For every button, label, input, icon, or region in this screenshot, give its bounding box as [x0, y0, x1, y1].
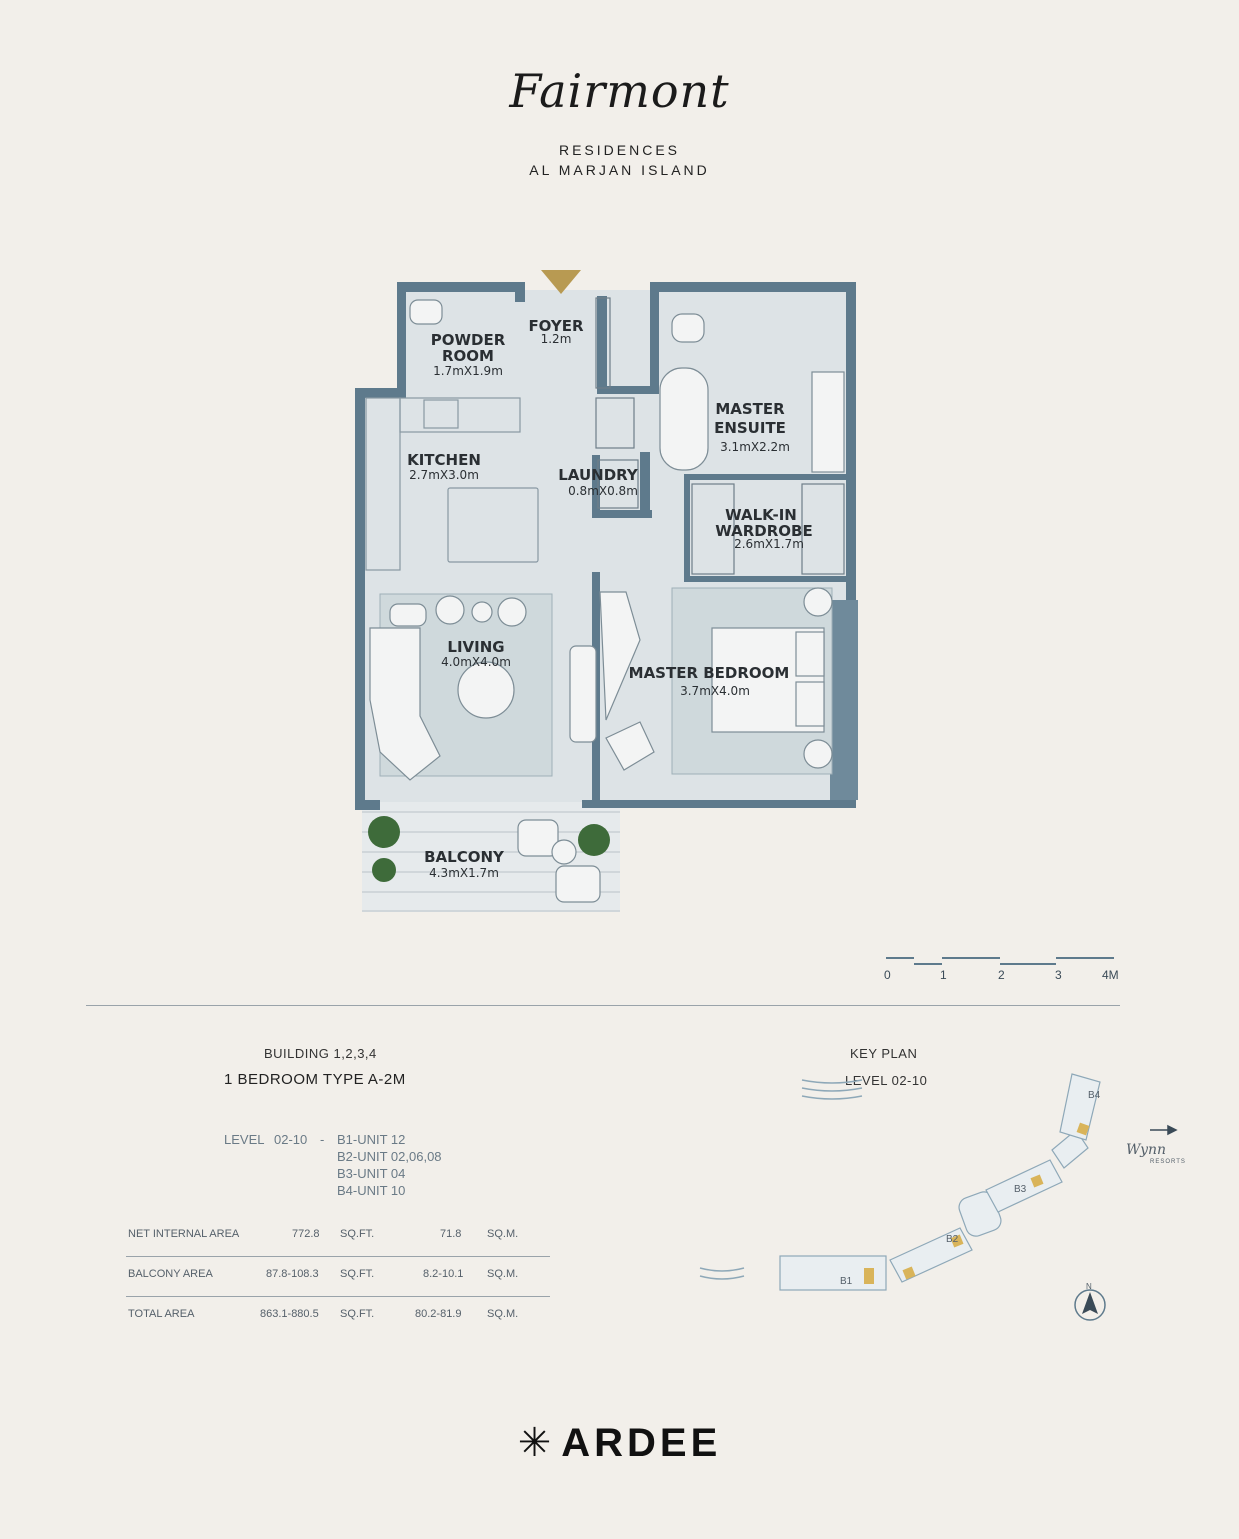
area-sqm: 80.2-81.9 — [415, 1308, 462, 1320]
level-value: 02-10 — [274, 1132, 308, 1147]
area-label: NET INTERNAL AREA — [128, 1228, 240, 1240]
north-label: N — [1086, 1282, 1092, 1291]
storage-units — [595, 297, 845, 575]
ardee-star-icon: ✳ — [517, 1421, 556, 1465]
area-sqft: 772.8 — [292, 1228, 320, 1240]
area-sqft: 863.1-880.5 — [260, 1308, 319, 1320]
key-plan-map — [699, 1073, 1178, 1321]
area-sqm-unit: SQ.M. — [487, 1308, 519, 1320]
powder-room-name2: ROOM — [442, 347, 494, 365]
entry-marker — [541, 270, 581, 294]
scale-2: 2 — [998, 968, 1005, 982]
wardrobe-name: WALK-IN — [725, 506, 797, 524]
living-name: LIVING — [447, 638, 505, 656]
area-label: TOTAL AREA — [128, 1308, 195, 1320]
bedroom-name: MASTER BEDROOM — [628, 664, 790, 682]
living-dim: 4.0mX4.0m — [441, 655, 511, 669]
scale-4: 4M — [1102, 968, 1119, 982]
scale-bar — [886, 957, 1114, 965]
balcony-furniture — [517, 819, 601, 903]
key-b1: B1 — [840, 1276, 853, 1287]
unit-b2: B2-UNIT 02,06,08 — [337, 1149, 442, 1164]
area-sqm-unit: SQ.M. — [487, 1268, 519, 1280]
ensuite-name: MASTER — [715, 400, 785, 418]
ensuite-name2: ENSUITE — [714, 419, 786, 437]
laundry-name: LAUNDRY — [558, 466, 638, 484]
unit-b3: B3-UNIT 04 — [337, 1166, 406, 1181]
wynn-logo: Wynn — [1126, 1142, 1167, 1158]
bedroom-furniture — [599, 587, 833, 771]
foyer-dim: 1.2m — [540, 332, 572, 346]
powder-room-dim: 1.7mX1.9m — [433, 364, 503, 378]
scale-3: 3 — [1055, 968, 1062, 982]
ardee-wordmark: ARDEE — [561, 1421, 722, 1465]
kitchen-fixtures — [365, 397, 539, 571]
brand-location: AL MARJAN ISLAND — [529, 162, 710, 178]
area-sqft-unit: SQ.FT. — [340, 1308, 375, 1320]
fairmont-logo: Fairmont — [509, 64, 730, 118]
area-row: TOTAL AREA 863.1-880.5 SQ.FT. 80.2-81.9 … — [126, 1296, 550, 1336]
area-row: BALCONY AREA 87.8-108.3 SQ.FT. 8.2-10.1 … — [126, 1256, 550, 1297]
bedroom-dim: 3.7mX4.0m — [680, 684, 750, 698]
section-divider — [86, 1005, 1120, 1006]
balcony-plants — [368, 816, 610, 882]
unit-b1: B1-UNIT 12 — [337, 1132, 406, 1147]
area-sqm-unit: SQ.M. — [487, 1228, 519, 1240]
level-label: LEVEL — [224, 1132, 265, 1147]
key-b4: B4 — [1088, 1090, 1101, 1101]
brand-residences: RESIDENCES — [558, 142, 681, 158]
area-sqft: 87.8-108.3 — [266, 1268, 319, 1280]
wardrobe-dim: 2.6mX1.7m — [734, 537, 804, 551]
foyer-name: FOYER — [528, 317, 584, 335]
key-b2: B2 — [946, 1234, 959, 1245]
kitchen-dim: 2.7mX3.0m — [409, 468, 479, 482]
laundry-dim: 0.8mX0.8m — [568, 484, 638, 498]
area-row: NET INTERNAL AREA 772.8 SQ.FT. 71.8 SQ.M… — [126, 1216, 550, 1257]
kitchen-name: KITCHEN — [407, 451, 481, 469]
ardee-brand: ✳ARDEE — [0, 1420, 1239, 1466]
floor-plan — [355, 270, 858, 912]
area-sqft-unit: SQ.FT. — [340, 1228, 375, 1240]
area-sqft-unit: SQ.FT. — [340, 1268, 375, 1280]
scale-1: 1 — [940, 968, 947, 982]
powder-room-name: POWDER — [430, 331, 506, 349]
wardrobe-name2: WARDROBE — [715, 522, 813, 540]
ensuite-dim: 3.1mX2.2m — [720, 440, 790, 454]
balcony-dim: 4.3mX1.7m — [429, 866, 499, 880]
area-sqm: 8.2-10.1 — [423, 1268, 464, 1280]
ensuite-fixtures — [409, 299, 845, 473]
building-label: BUILDING 1,2,3,4 — [264, 1046, 377, 1061]
unit-b4: B4-UNIT 10 — [337, 1183, 406, 1198]
level-separator: - — [320, 1132, 325, 1147]
key-plan-title: KEY PLAN — [850, 1046, 918, 1061]
area-label: BALCONY AREA — [128, 1268, 213, 1280]
unit-type: 1 BEDROOM TYPE A-2M — [224, 1071, 406, 1088]
key-b3: B3 — [1014, 1184, 1027, 1195]
wynn-sub: RESORTS — [1150, 1159, 1186, 1165]
scale-0: 0 — [884, 968, 891, 982]
key-plan-level: LEVEL 02-10 — [845, 1073, 928, 1088]
balcony-name: BALCONY — [424, 848, 504, 866]
area-sqm: 71.8 — [440, 1228, 462, 1240]
living-furniture — [369, 595, 597, 781]
